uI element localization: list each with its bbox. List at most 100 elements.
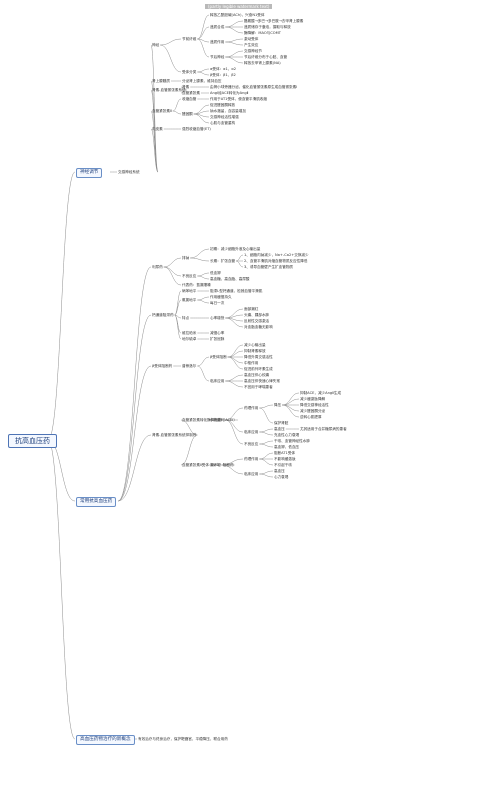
topic-node-d5[interactable]: 降压 [274, 403, 282, 407]
topic-node-d3[interactable]: 扩张冠脉 [210, 337, 225, 341]
topic-node-d1[interactable]: 神经 [152, 43, 160, 47]
topic-node-d4[interactable]: 促进前列环素生成 [244, 367, 273, 371]
topic-node-d4[interactable]: 递质储存于囊泡，摄取与释放 [244, 25, 291, 29]
topic-node-d5[interactable]: 心力衰竭 [274, 475, 289, 479]
topic-node-d3[interactable]: 卡托普利 [210, 418, 225, 422]
topic-node-d6[interactable]: 降低交感神经活性 [300, 403, 329, 407]
topic-node-d4[interactable]: 1、细胞内钠减少，Na+-Ca2+交换减少 [244, 253, 309, 257]
topic-node-d3[interactable]: 递质作用 [210, 40, 225, 44]
topic-node-d3[interactable]: 作用缓慢持久 [210, 295, 232, 299]
topic-node-d2[interactable]: 分泌肾上腺素，维持血压 [182, 79, 222, 83]
topic-node-d6[interactable]: 逆转心肌肥厚 [300, 415, 322, 419]
topic-node-d3[interactable]: 初期：减少细胞外液及心输出量 [210, 247, 261, 251]
topic-node-d5[interactable]: 高血钾、低血压 [274, 445, 300, 449]
topic-node-d1[interactable]: 内皮素 [152, 127, 163, 131]
topic-node-d1[interactable]: 利尿药 [152, 265, 163, 269]
topic-node-d4[interactable]: 酶降解：MAO与COMT [244, 31, 281, 35]
topic-node-d2[interactable]: 受体分类 [182, 70, 197, 74]
topic-node-d2[interactable]: 维拉帕米 [182, 331, 197, 335]
topic-node-d2[interactable]: 氨氯地平 [182, 298, 197, 302]
topic-node-d1[interactable]: 肾上腺髓质 [152, 79, 170, 83]
topic-node-d5[interactable]: 不影响缓激肽 [274, 457, 296, 461]
topic-node-d3[interactable]: 氯沙坦 [210, 463, 221, 467]
topic-node-d3[interactable]: 节后神经 [210, 55, 225, 59]
topic-node-d3[interactable]: 递质合成 [210, 25, 225, 29]
topic-node-d3[interactable]: 长期：扩张血管 [210, 259, 236, 263]
topic-node-d4[interactable]: 交感神经节 [244, 49, 262, 53]
branch-label-sympathetic[interactable]: 交感神经系统 [118, 170, 140, 174]
topic-node-d5[interactable]: 充血性心力衰竭 [274, 433, 300, 437]
topic-node-d4[interactable]: 释放去甲肾上腺素(NA) [244, 61, 281, 65]
topic-node-d4[interactable]: 面部潮红 [244, 307, 259, 311]
topic-node-d5[interactable]: 干咳、血管神经性水肿 [274, 439, 310, 443]
topic-node-d4[interactable]: 2、血管平滑肌对缩血管物质反应性降低 [244, 259, 308, 263]
topic-node-d2[interactable]: 血管紧张素 [182, 91, 200, 95]
topic-node-d3[interactable]: β受体阻断 [210, 355, 227, 359]
topic-node-d5[interactable]: 不引起干咳 [274, 463, 292, 467]
topic-node-d4[interactable]: 药理作用 [244, 406, 259, 410]
topic-node-d5[interactable]: 高血压 [274, 469, 285, 473]
branch-node-drugs[interactable]: 常用抗高血压药 [76, 497, 117, 507]
topic-node-d3[interactable]: 临床应用 [210, 379, 225, 383]
topic-node-d2[interactable]: 地尔硫卓 [182, 337, 197, 341]
topic-node-d2[interactable]: 肾素 [182, 85, 190, 89]
topic-node-d4[interactable]: 对血脂血糖无影响 [244, 325, 273, 329]
topic-node-d4[interactable]: 3、诱导血管壁产生扩血管物质 [244, 265, 294, 269]
topic-node-d3[interactable]: 促进醛固酮释放 [210, 103, 236, 107]
topic-node-d2[interactable]: 收缩血管 [182, 97, 197, 101]
topic-node-d4[interactable]: 临床应用 [244, 430, 259, 434]
topic-node-d6[interactable]: 抑制ACE，减少AngⅡ生成 [300, 391, 342, 395]
topic-node-d2[interactable]: 醛固酮 [182, 112, 193, 116]
topic-node-d2[interactable]: 血管紧张素Ⅱ受体（AT1）阻断药 [182, 463, 234, 467]
topic-node-d3[interactable]: 交感神经活性增强 [210, 115, 239, 119]
topic-node-d4[interactable]: 临床应用 [244, 472, 259, 476]
topic-node-d4[interactable]: 降低外周交感活性 [244, 355, 273, 359]
topic-node-d3[interactable]: 低血钾 [210, 271, 221, 275]
topic-node-d3[interactable]: 每日一次 [210, 301, 225, 305]
topic-node-d4[interactable]: 节后纤维分布于心脏、血管 [244, 55, 288, 59]
topic-node-d5[interactable]: 高血压 [274, 427, 285, 431]
topic-node-d3[interactable]: 释放乙酰胆碱(ACh)，兴奋N1受体 [210, 13, 265, 17]
topic-node-d4[interactable]: 激动受体 [244, 37, 259, 41]
topic-node-d4[interactable]: 抑制肾素释放 [244, 349, 266, 353]
topic-node-d2[interactable]: 硝苯地平 [182, 289, 197, 293]
branch-node-neural[interactable]: 神经调节 [76, 168, 103, 178]
topic-node-d6[interactable]: 减少醛固酮分泌 [300, 409, 326, 413]
topic-node-d4[interactable]: 不良反应 [244, 442, 259, 446]
topic-node-d1[interactable]: 钙通道阻滞药 [152, 313, 174, 317]
topic-node-d6[interactable]: 尤其适用于合并糖尿病的患者 [300, 427, 347, 431]
topic-node-d4[interactable]: 反射性交感激活 [244, 319, 270, 323]
topic-node-d3[interactable]: 阻滞L型钙通道，松弛血管平滑肌 [210, 289, 263, 293]
topic-node-d4[interactable]: 产生效应 [244, 43, 259, 47]
topic-node-d4[interactable]: 不宜用于哮喘患者 [244, 385, 273, 389]
topic-node-d2[interactable]: 代表药：氢氯噻嗪 [182, 283, 211, 287]
topic-node-d4[interactable]: 中枢作用 [244, 361, 259, 365]
topic-node-d6[interactable]: 减少缓激肽降解 [300, 397, 326, 401]
topic-node-d4[interactable]: 高血压伴快速心律失常 [244, 379, 280, 383]
topic-node-d1[interactable]: 血管紧张素Ⅱ [152, 109, 172, 113]
topic-node-d5[interactable]: 阻断AT1受体 [274, 451, 296, 455]
topic-node-d3[interactable]: 心率增快 [210, 316, 225, 320]
topic-node-d4[interactable]: 酪氨酸→多巴→多巴胺→去甲肾上腺素 [244, 19, 304, 23]
topic-node-d4[interactable]: 高血压伴心绞痛 [244, 373, 270, 377]
topic-node-d3[interactable]: α受体：α1、α2 [210, 67, 237, 71]
topic-node-d4[interactable]: 药理作用 [244, 457, 259, 461]
topic-node-d4[interactable]: 头痛、踝部水肿 [244, 313, 270, 317]
topic-node-d1[interactable]: 肾素-血管紧张素系统抑制药 [152, 433, 197, 437]
topic-node-d4[interactable]: 减少心输出量 [244, 343, 266, 347]
topic-node-d3[interactable]: 作用于AT1受体，使血管平滑肌收缩 [210, 97, 267, 101]
topic-node-d3[interactable]: 钠水潴留，血容量增加 [210, 109, 246, 113]
topic-node-d2[interactable]: 节前纤维 [182, 37, 197, 41]
topic-node-d2[interactable]: 普萘洛尔 [182, 364, 197, 368]
topic-node-d3[interactable]: 由肾小球旁器分泌，催化血管紧张素原生成血管紧张素Ⅰ [210, 85, 298, 89]
topic-node-d2[interactable]: 特点 [182, 316, 190, 320]
branch-node-concept[interactable]: 高血压药物治疗的新概念 [76, 735, 135, 745]
topic-node-d1[interactable]: β受体阻断药 [152, 364, 173, 368]
topic-node-d5[interactable]: 保护肾脏 [274, 421, 289, 425]
topic-node-d2[interactable]: 不良反应 [182, 274, 197, 278]
topic-node-d3[interactable]: β受体：β1、β2 [210, 73, 236, 77]
topic-node-d3[interactable]: 心肌与血管重构 [210, 121, 236, 125]
topic-node-d2[interactable]: 血管紧张素转化酶抑制药（ACEI） [182, 418, 237, 422]
root-node[interactable]: 抗高血压药 [8, 434, 57, 448]
topic-node-d2[interactable]: 排钠 [182, 256, 190, 260]
